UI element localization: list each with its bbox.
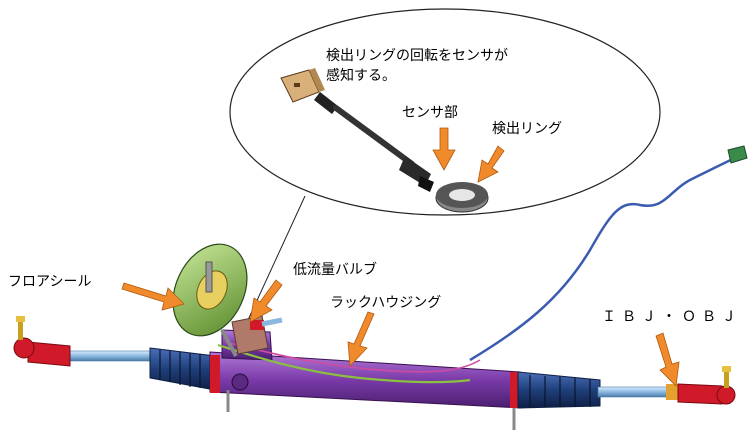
wheel-speed-sensor-icon [280, 68, 434, 192]
label-ibj-obj: ＩＢＪ・ＯＢＪ [602, 309, 742, 325]
detection-ring-icon [435, 182, 489, 213]
fluid-line-green [217, 343, 471, 384]
right-boot [517, 371, 601, 409]
callout-line-1: 検出リングの回転をセンサが [326, 48, 508, 64]
right-tie-rod [597, 366, 736, 405]
callout-leader-line [247, 195, 306, 321]
low-flow-valve-assembly [231, 315, 283, 355]
wiring-harness [469, 156, 736, 362]
callout-ellipse [229, 8, 661, 216]
callout-text: 検出リングの回転をセンサが 感知する。 [326, 46, 508, 86]
connector-icon [727, 145, 748, 164]
label-sensor: センサ部 [402, 105, 458, 121]
arrow-floor-seal [121, 282, 185, 311]
left-boot [149, 347, 216, 391]
floor-seal [172, 243, 248, 357]
arrow-ibj-obj [655, 332, 680, 387]
label-floor-seal: フロアシール [8, 274, 92, 290]
label-rack-housing: ラックハウジング [330, 295, 442, 311]
callout-line-2: 感知する。 [326, 68, 396, 84]
label-detect-ring: 検出リング [492, 121, 562, 137]
arrow-low-flow-valve [249, 279, 283, 323]
arrow-detect-ring [477, 145, 505, 183]
arrow-rack-housing [347, 311, 375, 367]
left-tie-rod [13, 316, 159, 367]
label-low-flow-valve: 低流量バルブ [293, 262, 377, 278]
arrow-sensor [432, 127, 456, 171]
